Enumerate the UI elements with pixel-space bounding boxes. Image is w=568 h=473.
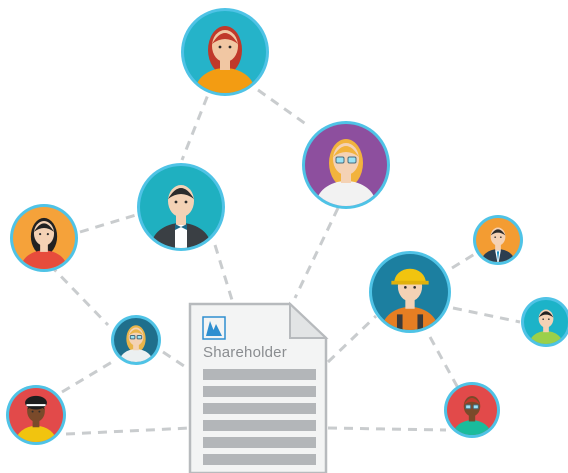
connector: [327, 426, 447, 432]
woman-red-shirt-avatar-icon: [10, 204, 78, 272]
connector: [79, 213, 137, 234]
document-title: Shareholder: [203, 344, 287, 361]
document-fold: [289, 301, 329, 339]
connector: [257, 88, 311, 129]
woman-glasses-avatar-icon: [111, 315, 161, 365]
document-line: [203, 437, 316, 448]
document-line: [203, 369, 316, 380]
connector: [428, 336, 460, 389]
shareholder-document: [188, 301, 329, 473]
document-line: [203, 403, 316, 414]
connector: [293, 207, 340, 299]
connector: [326, 314, 378, 364]
connector: [451, 250, 479, 270]
man-suit-avatar-icon: [473, 215, 523, 265]
man-green-shirt-avatar-icon: [521, 297, 568, 347]
document-line: [203, 454, 316, 465]
document-line: [203, 420, 316, 431]
m-logo-icon: [202, 316, 226, 340]
connector: [48, 263, 110, 327]
connector: [61, 360, 113, 394]
connector: [65, 426, 191, 436]
connector-lines: [48, 51, 521, 436]
connector: [452, 306, 521, 324]
connector: [162, 350, 191, 372]
document-line: [203, 386, 316, 397]
man-tuxedo-avatar-icon: [137, 163, 225, 251]
woman-blonde-glasses-avatar-icon: [302, 121, 390, 209]
avatar-nodes: [6, 8, 568, 445]
woman-orange-top-avatar-icon: [181, 8, 269, 96]
construction-worker-avatar-icon: [369, 251, 451, 333]
connector: [213, 244, 234, 301]
woman-headband-avatar-icon: [6, 385, 66, 445]
man-cap-avatar-icon: [444, 382, 500, 438]
